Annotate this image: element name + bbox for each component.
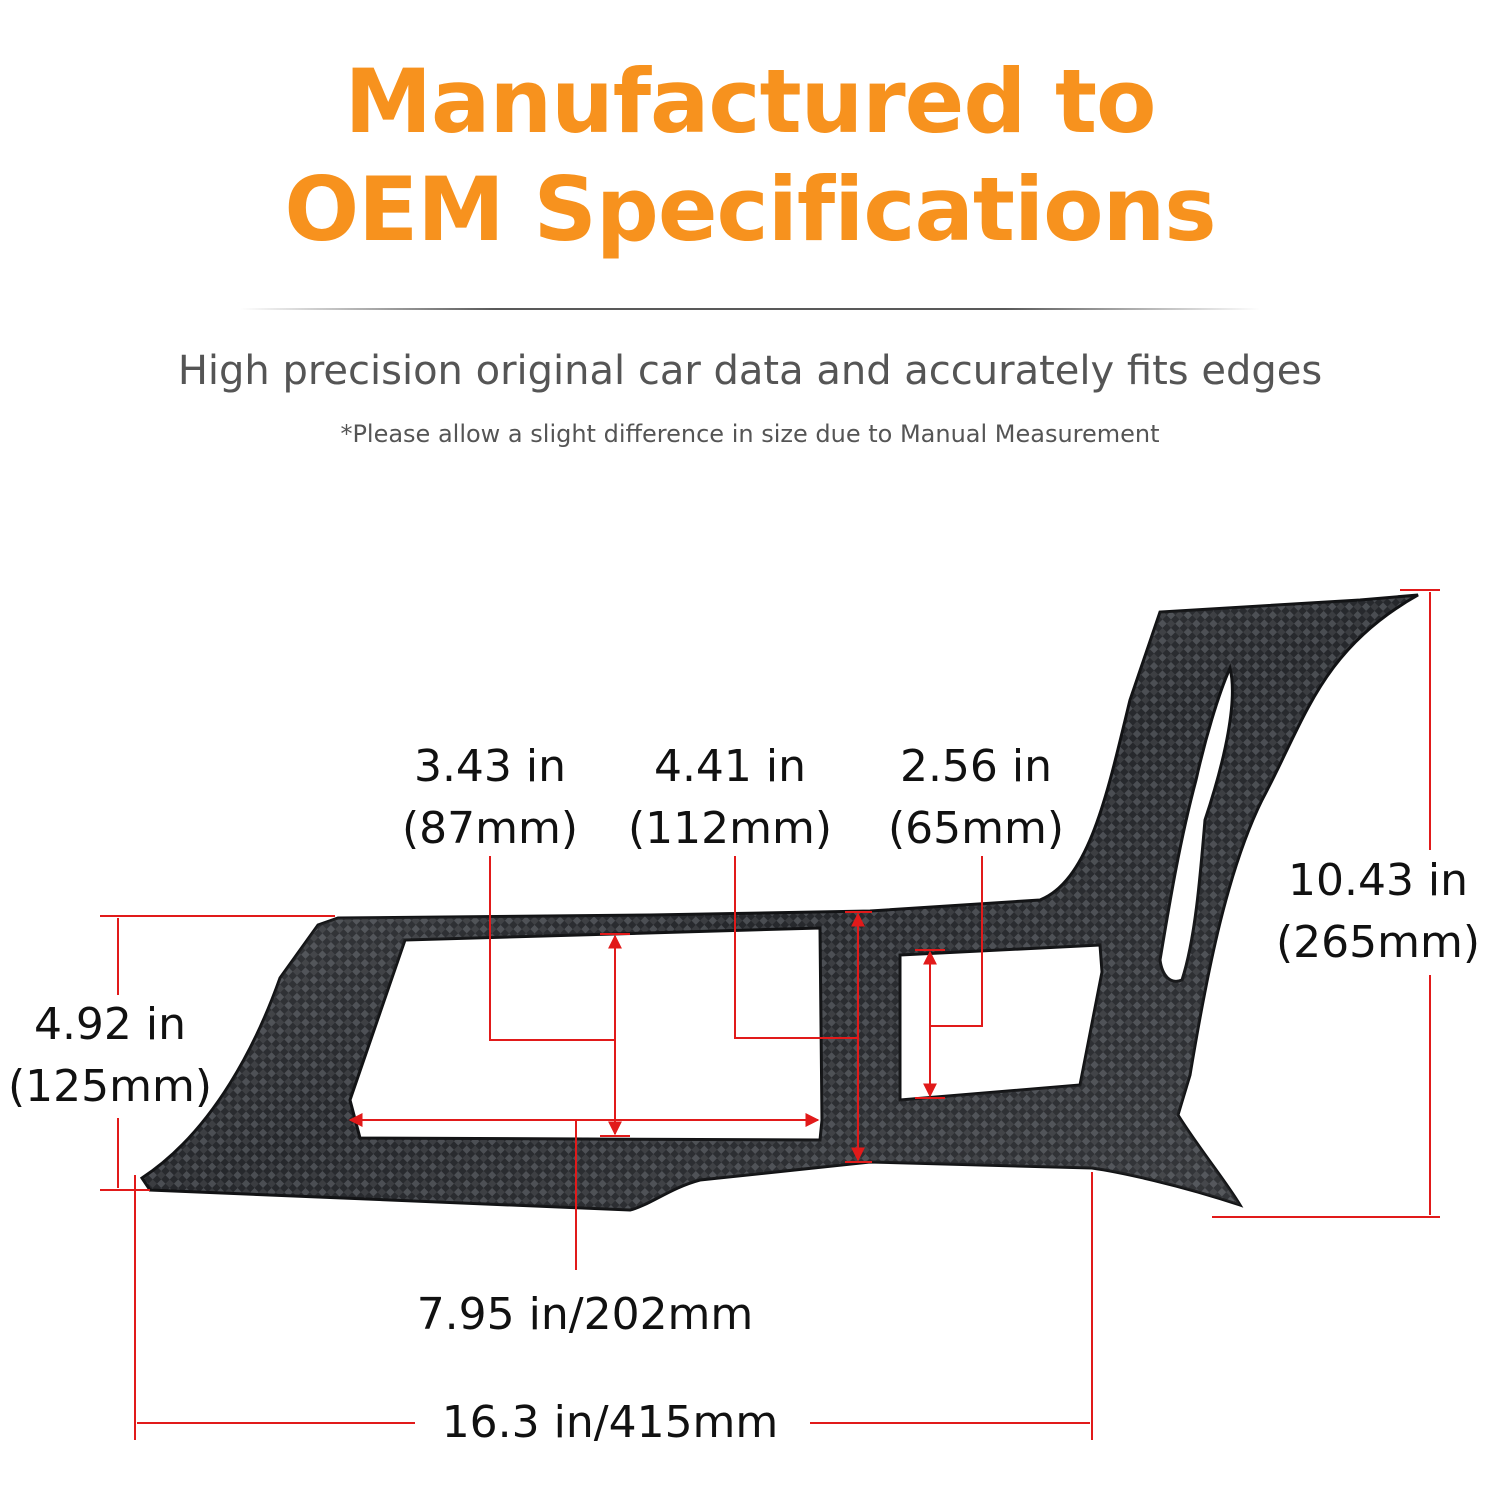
dim-112mm-leader (734, 856, 858, 1039)
gloss-highlight (142, 595, 1418, 1210)
subtitle: High precision original car data and acc… (177, 348, 1323, 394)
divider (240, 308, 1260, 310)
dim-65mm-leader (930, 856, 983, 1027)
page-title: Manufactured to OEM Specifications (0, 48, 1500, 264)
dim-label-265mm: 10.43 in (265mm) (1275, 855, 1481, 968)
title-line-2: OEM Specifications (284, 158, 1216, 261)
dim-label-112mm: 4.41 in (112mm) (627, 741, 833, 854)
disclaimer-note: *Please allow a slight difference in siz… (340, 420, 1160, 448)
title-line-1: Manufactured to (344, 50, 1156, 153)
dim-label-87mm: 3.43 in (87mm) (401, 741, 579, 854)
dim-label-415mm: 16.3 in/415mm (441, 1397, 779, 1448)
dim-label-202mm: 7.95 in/202mm (416, 1289, 754, 1340)
dim-label-65mm: 2.56 in (65mm) (887, 741, 1065, 854)
dim-87mm-leader (489, 856, 615, 1041)
dim-label-125mm: 4.92 in (125mm) (7, 999, 213, 1112)
